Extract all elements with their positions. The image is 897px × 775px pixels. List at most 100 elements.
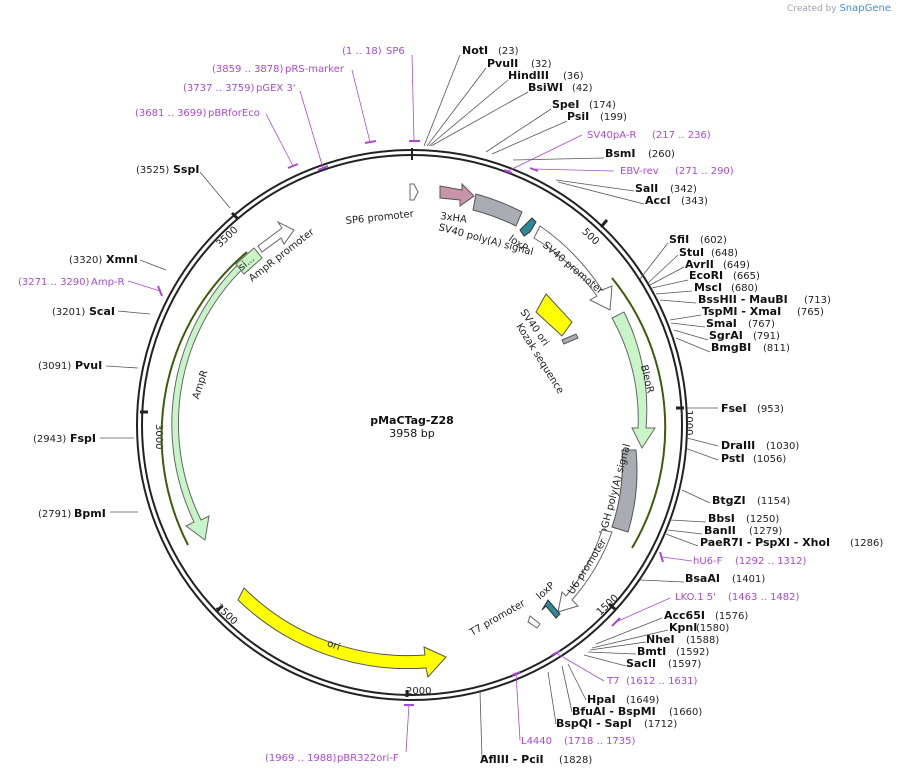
3xha-label: 3xHA (440, 211, 468, 226)
ampr-feature-arrow[interactable] (171, 249, 259, 541)
site-name: HindIII (508, 69, 549, 82)
site-name: BsiWI (528, 81, 563, 94)
tick-label-2000: 2000 (406, 686, 431, 697)
tick-marks (140, 211, 684, 697)
site-position: (3201) (52, 307, 85, 318)
site-position: (1597) (668, 659, 701, 670)
primer-range: (1718 .. 1735) (564, 736, 636, 747)
site-name: BtgZI (712, 494, 746, 507)
site-leader-lines (100, 54, 719, 759)
site-name: FseI (721, 402, 747, 415)
site-position: (1580) (696, 623, 729, 634)
site-position: (1250) (746, 514, 779, 525)
sv40-ori-feature[interactable] (535, 293, 573, 337)
primer-range: (3859 .. 3878) (212, 64, 284, 75)
site-name: BssHII - MauBI (698, 293, 788, 306)
signal-sequence-feature[interactable] (235, 247, 263, 275)
site-position: (1030) (766, 441, 799, 452)
site-position: (713) (804, 295, 831, 306)
site-name: MscI (694, 281, 722, 294)
primer-labels: (1 .. 18)SP6 (3859 .. 3878)pRS-marker (3… (18, 46, 807, 764)
site-position: (602) (700, 235, 727, 246)
ori-label: ori (325, 638, 341, 653)
site-position: (811) (763, 343, 790, 354)
site-position: (1154) (757, 496, 790, 507)
site-name: XmnI (106, 253, 138, 266)
primer-leader-lines (127, 54, 693, 753)
t7-promoter-label: T7 promoter (467, 598, 528, 639)
primer-range: (3681 .. 3699) (135, 108, 207, 119)
site-position: (665) (733, 271, 760, 282)
t7-promoter-arrow[interactable] (527, 615, 541, 629)
site-position: (1576) (715, 611, 748, 622)
site-position: (953) (757, 404, 784, 415)
site-name: AvrII (685, 258, 714, 271)
tick-label-1000: 1000 (683, 410, 694, 435)
primer-range: (217 .. 236) (652, 130, 711, 141)
site-name: PstI (721, 452, 745, 465)
primer-range: (1292 .. 1312) (735, 556, 807, 567)
loxp-top-feature[interactable] (519, 217, 537, 237)
bleor-highlight-outer (611, 277, 667, 549)
snapgene-branding: Created by SnapGene (787, 3, 891, 14)
plasmid-name: pMaCTag-Z28 (370, 414, 454, 427)
sv40-promoter-label: SV40 promoter (540, 240, 606, 298)
restriction-site-labels: NotI(23) PvuII(32) HindIII(36) BsiWI(42)… (33, 44, 883, 766)
snapgene-logo: SnapGene (839, 3, 891, 14)
site-name: SspI (173, 163, 199, 176)
loxp-bottom-feature[interactable] (541, 599, 561, 619)
primer-name: pBRforEco (208, 108, 260, 119)
site-position: (3091) (38, 361, 71, 372)
site-position: (1649) (626, 695, 659, 706)
site-name: BspQI - SapI (556, 717, 632, 730)
sp6-promoter-label: SP6 promoter (345, 209, 415, 227)
site-position: (32) (531, 59, 552, 70)
primer-name: L4440 (521, 736, 552, 747)
primer-range: (1 .. 18) (342, 46, 382, 57)
site-position: (680) (731, 283, 758, 294)
site-name: BfuAI - BspMI (572, 705, 656, 718)
site-name: SacII (626, 657, 656, 670)
site-position: (765) (797, 307, 824, 318)
site-position: (23) (498, 46, 519, 57)
site-position: (648) (711, 248, 738, 259)
ori-feature-arrow[interactable] (237, 587, 447, 679)
ampr-highlight-outer (160, 251, 248, 546)
site-name: BpmI (74, 507, 106, 520)
ampr-promoter-arrow[interactable] (257, 220, 295, 253)
site-position: (649) (723, 260, 750, 271)
sv40-promoter-arrow[interactable] (533, 225, 613, 311)
3xha-feature-arrow[interactable] (439, 182, 475, 207)
primer-name: pGEX 3' (256, 83, 296, 94)
primer-name: Amp-R (91, 277, 125, 288)
site-position: (2791) (38, 509, 71, 520)
site-name: BmgBI (711, 341, 751, 354)
site-position: (1056) (753, 454, 786, 465)
u6-promoter-arrow[interactable] (557, 529, 613, 613)
branding-prefix: Created by (787, 4, 837, 14)
site-name: BbsI (708, 512, 735, 525)
primer-name: pRS-marker (285, 64, 345, 75)
site-name: ScaI (89, 305, 115, 318)
site-position: (260) (648, 149, 675, 160)
site-position: (42) (572, 83, 593, 94)
site-name: PsiI (567, 110, 589, 123)
site-name: HpaI (587, 693, 616, 706)
site-position: (1588) (686, 635, 719, 646)
site-name: BsaAI (685, 572, 720, 585)
site-position: (343) (681, 196, 708, 207)
bgh-polya-feature[interactable] (611, 449, 638, 533)
u6-promoter-label: U6 promoter (566, 536, 609, 596)
sp6-promoter-arrow[interactable] (409, 183, 419, 201)
site-position: (342) (670, 184, 697, 195)
sv40-polya-feature[interactable] (472, 193, 523, 227)
kozak-feature[interactable] (561, 333, 579, 345)
site-position: (1401) (732, 574, 765, 585)
site-name: StuI (679, 246, 704, 259)
ampr-label: AmpR (191, 369, 211, 401)
primer-name: SV40pA-R (587, 130, 636, 141)
site-position: (3320) (69, 255, 102, 266)
tick-label-3000: 3000 (153, 424, 164, 449)
bleor-feature-arrow[interactable] (611, 311, 656, 450)
primer-range: (3737 .. 3759) (183, 83, 255, 94)
